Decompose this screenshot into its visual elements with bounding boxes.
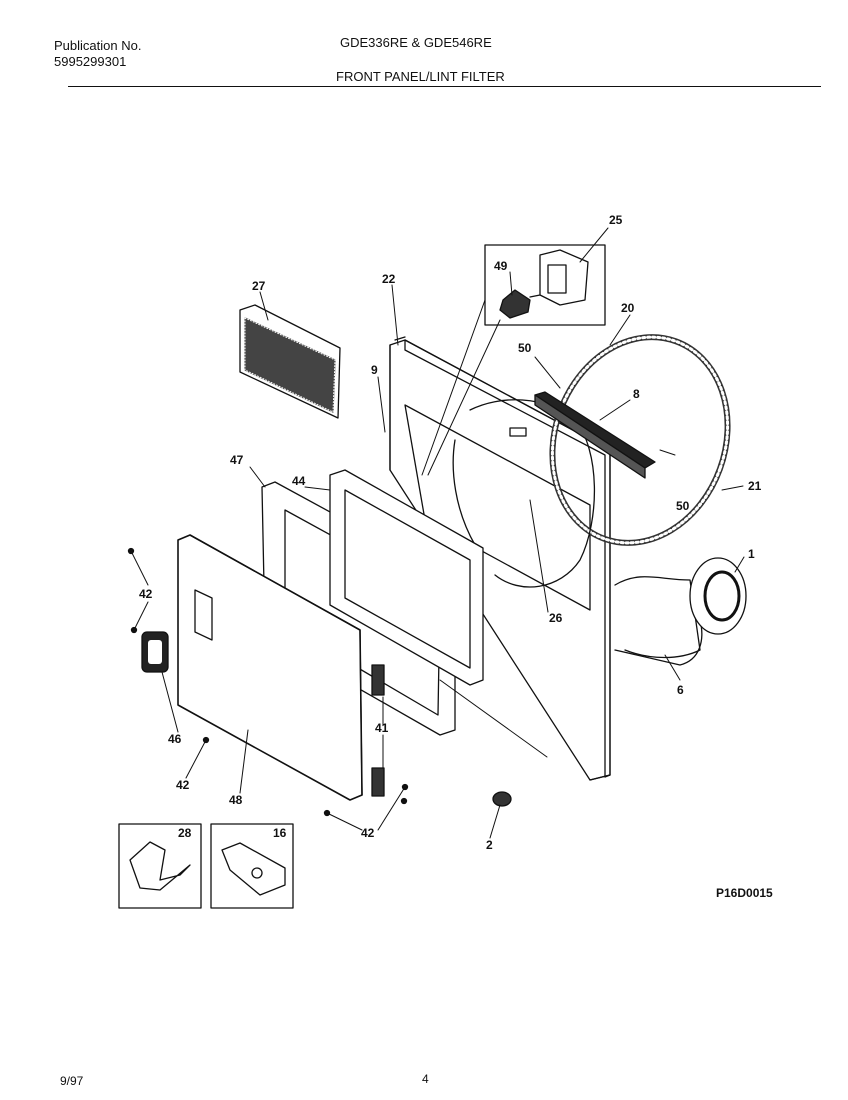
model-numbers: GDE336RE & GDE546RE — [340, 35, 492, 50]
callout-42c: 42 — [361, 826, 375, 840]
callout-41: 41 — [375, 721, 389, 735]
callout-8: 8 — [633, 387, 640, 401]
callout-46: 46 — [168, 732, 182, 746]
door-hinges — [371, 664, 385, 797]
lint-filter-bar — [534, 391, 656, 479]
callout-22: 22 — [382, 272, 396, 286]
footer-date: 9/97 — [60, 1074, 84, 1088]
leveling-foot — [492, 791, 512, 807]
publication-number: 5995299301 — [54, 54, 127, 69]
inset-box-bracket — [118, 823, 202, 909]
callout-6: 6 — [677, 683, 684, 697]
door-catch — [141, 631, 169, 673]
door-panel — [177, 534, 363, 801]
callout-21: 21 — [748, 479, 762, 493]
callout-28: 28 — [178, 826, 192, 840]
callout-50b: 50 — [676, 499, 690, 513]
callout-27: 27 — [252, 279, 266, 293]
callout-50: 50 — [518, 341, 532, 355]
lint-screen — [239, 304, 341, 419]
page-number: 4 — [422, 1072, 429, 1086]
publication-label: Publication No. — [54, 38, 142, 53]
section-title: FRONT PANEL/LINT FILTER — [336, 69, 505, 84]
callout-42b: 42 — [176, 778, 190, 792]
exhaust-duct — [614, 557, 747, 666]
callout-9: 9 — [371, 363, 378, 377]
callout-labels: 25 49 27 22 20 50 9 8 47 44 21 50 1 42 2… — [139, 213, 762, 852]
inset-box-switch — [484, 244, 606, 326]
callout-42a: 42 — [139, 587, 153, 601]
door-gasket — [329, 469, 484, 686]
callout-1: 1 — [748, 547, 755, 561]
callout-2: 2 — [486, 838, 493, 852]
figure-code: P16D0015 — [716, 886, 773, 900]
callout-48: 48 — [229, 793, 243, 807]
callout-49: 49 — [494, 259, 508, 273]
callout-25: 25 — [609, 213, 623, 227]
callout-16: 16 — [273, 826, 287, 840]
callout-44: 44 — [292, 474, 306, 488]
screws — [127, 547, 409, 817]
callout-20: 20 — [621, 301, 635, 315]
leader-lines — [130, 227, 745, 839]
inset-box-clip — [210, 823, 294, 909]
header-rule — [68, 86, 821, 87]
callout-26: 26 — [549, 611, 563, 625]
callout-47: 47 — [230, 453, 244, 467]
drum-housing — [452, 399, 596, 588]
